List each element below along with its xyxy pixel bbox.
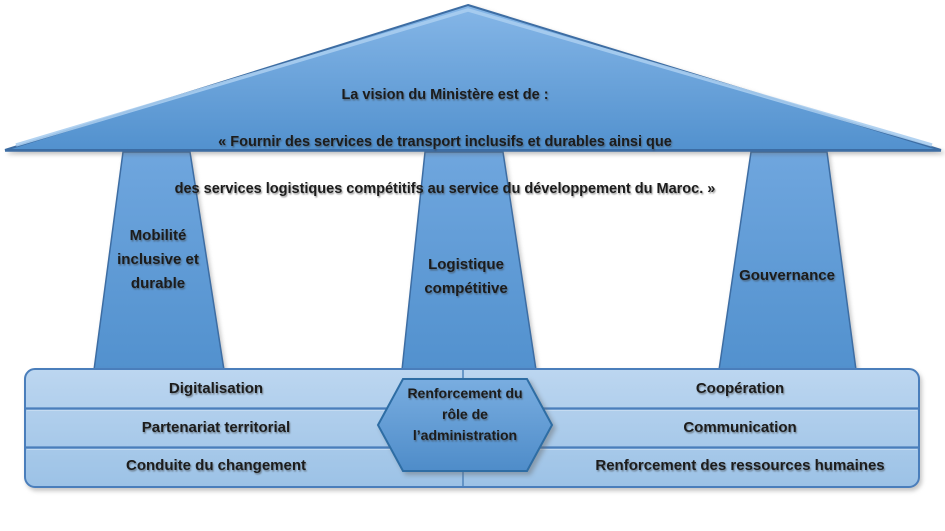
pillar-label-mobilite: Mobilité inclusive et durable <box>117 227 199 292</box>
base-row-conduite-du-changement: Conduite du changement <box>126 457 306 474</box>
base-row-renforcement-ressources-humaines: Renforcement des ressources humaines <box>595 457 885 474</box>
roof-bevel-highlight <box>15 8 933 147</box>
base-row-communication: Communication <box>683 419 797 436</box>
pillar-label-logistique: Logistique compétitive <box>424 256 508 297</box>
vision-line-3: des services logistiques compétitifs au … <box>174 180 716 197</box>
pillar-label-gouvernance: Gouvernance <box>739 267 835 284</box>
base-row-partenariat-territorial: Partenariat territorial <box>141 419 291 436</box>
vision-line-1: La vision du Ministère est de : <box>341 86 549 103</box>
hexagon-label: Renforcement du rôle de l’administration <box>407 385 523 443</box>
vision-line-2: « Fournir des services de transport incl… <box>218 133 672 150</box>
hexagon-shape <box>376 378 554 472</box>
base-row-cooperation: Coopération <box>695 380 785 397</box>
vision-statement: La vision du Ministère est de : « Fourni… <box>115 60 775 225</box>
base-row-digitalisation: Digitalisation <box>168 380 264 397</box>
